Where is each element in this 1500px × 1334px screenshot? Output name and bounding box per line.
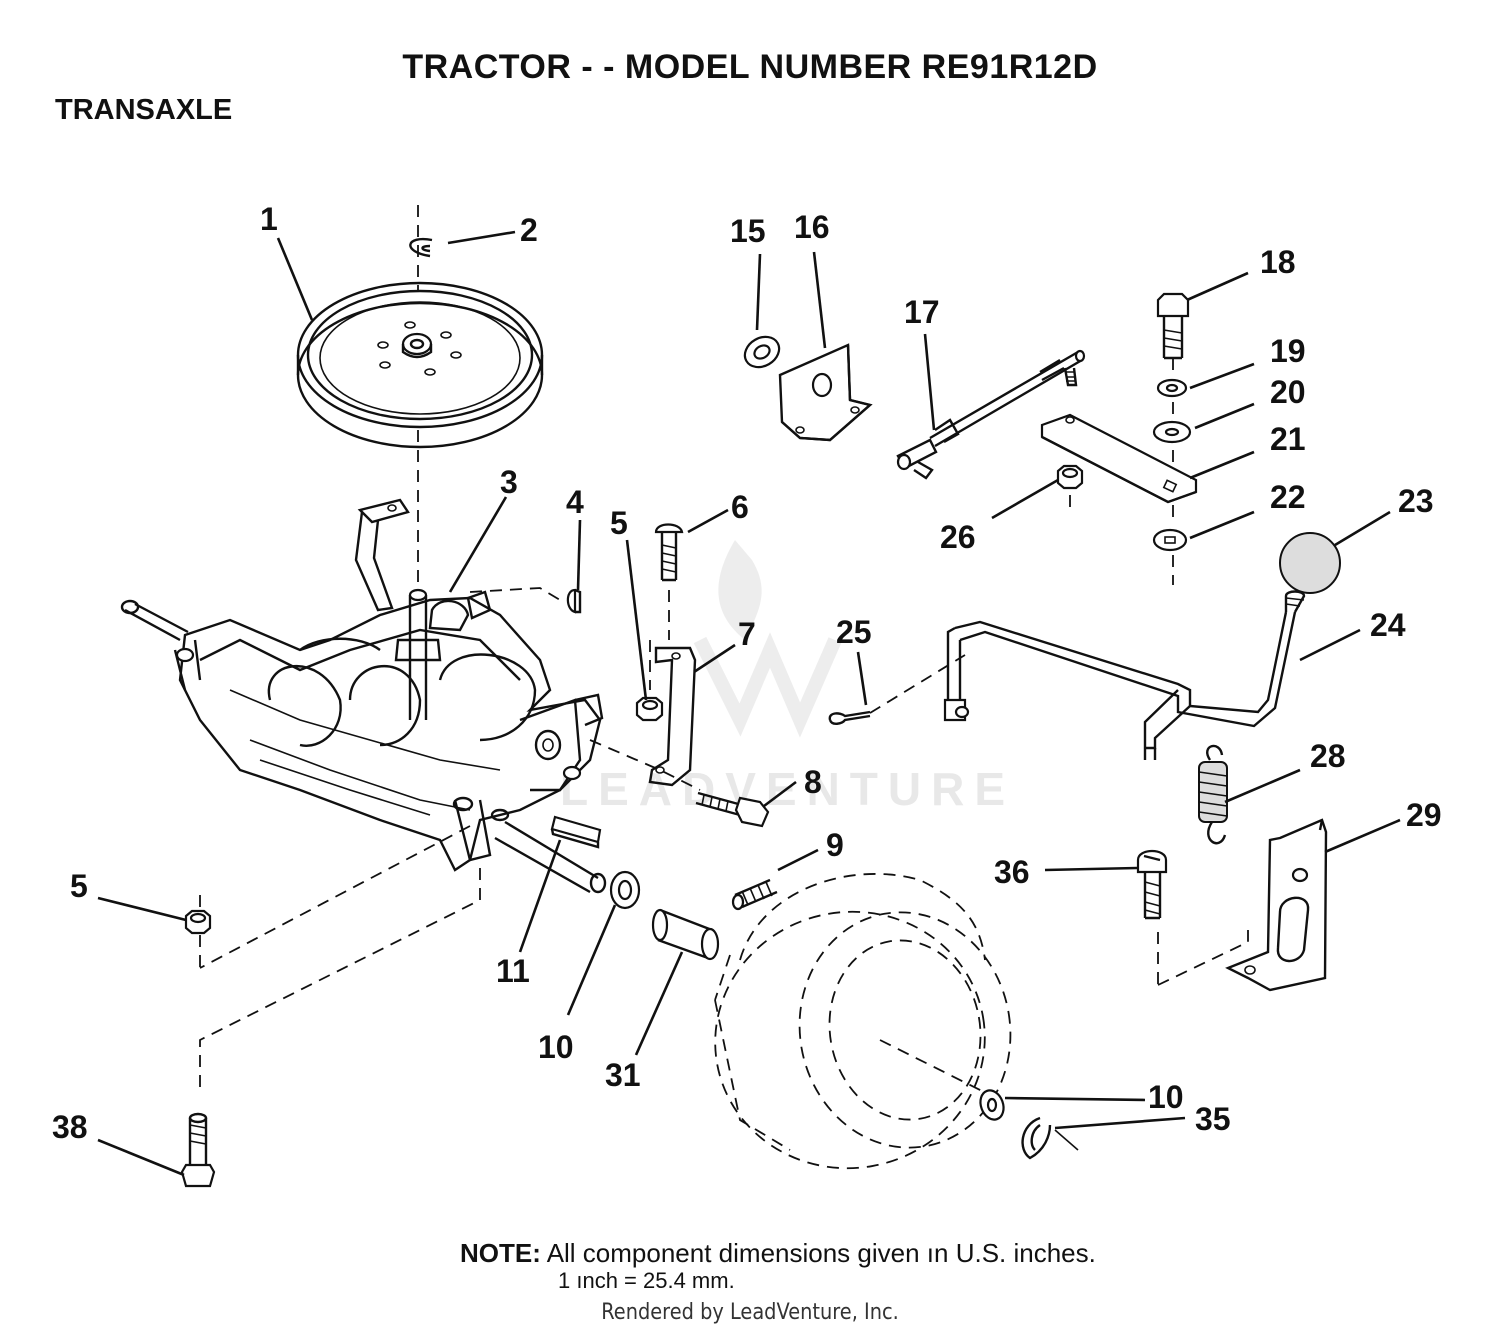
dimension-note: NOTE: All component dimensions given ın …: [460, 1238, 1096, 1269]
callout-24[interactable]: 24: [1370, 607, 1406, 643]
callout-3[interactable]: 3: [500, 464, 518, 500]
leader-lines: [97, 230, 1401, 1177]
callout-5-lower[interactable]: 5: [70, 868, 88, 904]
section-title: TRANSAXLE: [55, 94, 233, 126]
part-21-plate[interactable]: [1040, 413, 1198, 504]
part-3-transaxle[interactable]: [120, 498, 607, 894]
rear-wheel: [714, 873, 1012, 1170]
callout-labels: 1 2 3 4 5 6 7 8 9 11 10 31 15 16 17 18 1…: [52, 201, 1442, 1145]
part-25-cotter-pin[interactable]: [828, 710, 871, 725]
part-2-e-clip[interactable]: [409, 237, 433, 258]
part-10-washer-right[interactable]: [977, 1087, 1008, 1123]
part-20-washer[interactable]: [1152, 420, 1192, 444]
page-title: TRACTOR - - MODEL NUMBER RE91R12D: [402, 48, 1098, 86]
note-line-1: All component dimensions given ın U.S. i…: [546, 1238, 1096, 1268]
part-26-nut[interactable]: [1056, 464, 1084, 490]
part-23-knob[interactable]: [1279, 532, 1341, 594]
centerline-bolt-38: [199, 868, 481, 1090]
callout-28[interactable]: 28: [1310, 738, 1346, 774]
callout-16[interactable]: 16: [794, 209, 830, 245]
callout-19[interactable]: 19: [1270, 333, 1306, 369]
part-6-carriage-bolt[interactable]: [654, 523, 684, 582]
callout-2[interactable]: 2: [520, 212, 538, 248]
callout-26[interactable]: 26: [940, 519, 976, 555]
callout-11[interactable]: 11: [496, 953, 530, 989]
callout-10-left[interactable]: 10: [538, 1029, 574, 1065]
callout-36[interactable]: 36: [994, 854, 1030, 890]
centerline-nut-5: [199, 825, 471, 969]
part-22-square-washer[interactable]: [1152, 528, 1188, 552]
part-9-spring[interactable]: [731, 878, 778, 911]
part-17-rod[interactable]: [896, 349, 1086, 480]
part-36-screw[interactable]: [1136, 849, 1168, 920]
centerline-bracket-29: [1157, 930, 1249, 986]
callout-5-upper[interactable]: 5: [610, 505, 628, 541]
watermark-text: LEADVENTURE: [560, 763, 1015, 815]
part-15-washer[interactable]: [739, 331, 784, 373]
part-5-nut-upper[interactable]: [635, 696, 664, 722]
callout-7[interactable]: 7: [738, 616, 756, 652]
watermark: LEADVENTURE: [560, 540, 1015, 815]
part-4-key[interactable]: [566, 588, 582, 614]
callout-4[interactable]: 4: [566, 484, 584, 520]
part-8-hex-bolt[interactable]: [695, 791, 770, 828]
callout-20[interactable]: 20: [1270, 374, 1306, 410]
part-28-spring[interactable]: [1198, 744, 1228, 845]
part-29-bracket[interactable]: [1225, 818, 1328, 992]
footer-credit: Rendered by LeadVenture, Inc.: [601, 1300, 899, 1325]
part-16-bracket[interactable]: [778, 343, 873, 442]
centerline-bracket-7: [589, 739, 701, 791]
part-35-clip[interactable]: [1021, 1116, 1079, 1160]
part-31-spacer[interactable]: [651, 908, 720, 961]
part-10-washer-left[interactable]: [609, 870, 641, 910]
callout-38[interactable]: 38: [52, 1109, 88, 1145]
part-5-nut-lower[interactable]: [184, 909, 212, 935]
centerline-key-4: [469, 587, 561, 601]
callout-17[interactable]: 17: [904, 294, 940, 330]
part-18-bolt[interactable]: [1156, 292, 1190, 360]
callout-10-right[interactable]: 10: [1148, 1079, 1184, 1115]
callout-31[interactable]: 31: [605, 1057, 641, 1093]
callout-9[interactable]: 9: [826, 827, 844, 863]
callout-18[interactable]: 18: [1260, 244, 1296, 280]
callout-35[interactable]: 35: [1195, 1101, 1231, 1137]
callout-15[interactable]: 15: [730, 213, 766, 249]
callout-22[interactable]: 22: [1270, 479, 1306, 515]
part-11-key-bar[interactable]: [550, 815, 602, 849]
callout-1[interactable]: 1: [260, 201, 278, 237]
part-19-lock-washer[interactable]: [1156, 378, 1188, 398]
note-line-2: 1 ınch = 25.4 mm.: [558, 1268, 735, 1293]
callout-25[interactable]: 25: [836, 614, 872, 650]
note-label: NOTE:: [460, 1238, 541, 1268]
part-24-lever[interactable]: [943, 590, 1306, 761]
callout-21[interactable]: 21: [1270, 421, 1306, 457]
part-7-bracket[interactable]: [648, 646, 697, 787]
centerline-wheel: [879, 1039, 1001, 1101]
callout-23[interactable]: 23: [1398, 483, 1434, 519]
part-1-pulley[interactable]: [296, 281, 544, 449]
part-38-bolt[interactable]: [180, 1112, 216, 1188]
callout-29[interactable]: 29: [1406, 797, 1442, 833]
callout-6[interactable]: 6: [731, 489, 749, 525]
callout-8[interactable]: 8: [804, 764, 822, 800]
